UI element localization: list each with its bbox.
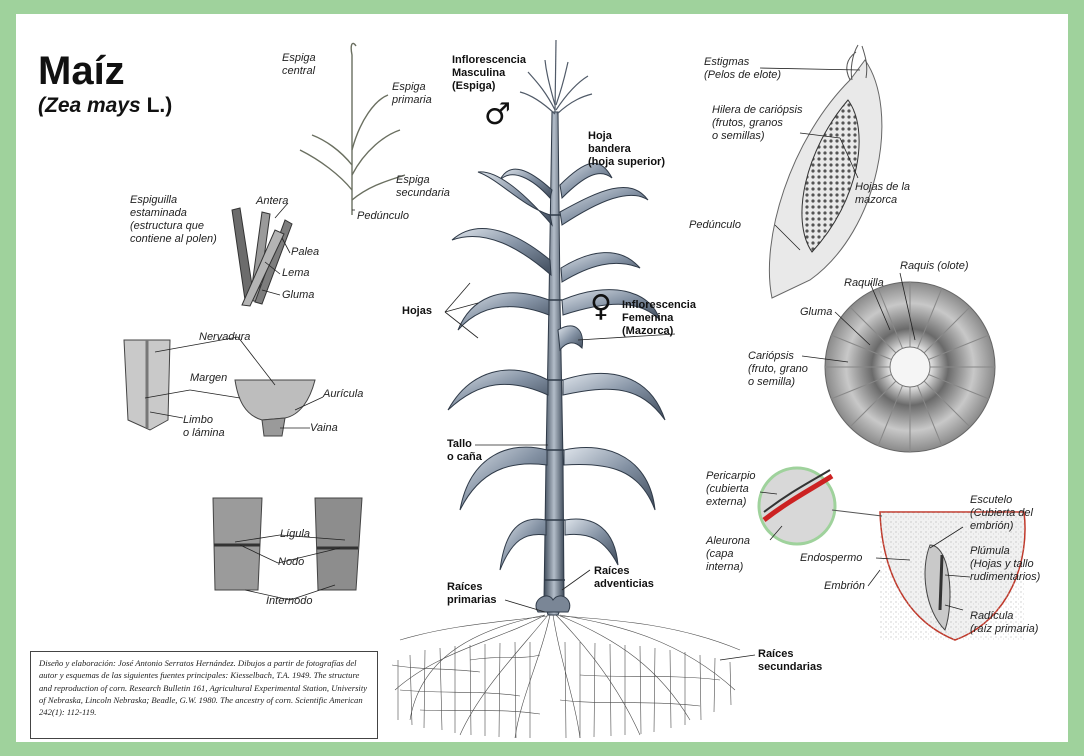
label-inflorescencia-femenina: Inflorescencia Femenina (Mazorca) [622, 299, 696, 338]
label-raices-primarias: Raíces primarias [447, 581, 497, 607]
label-cariopsis: Cariópsis (fruto, grano o semilla) [748, 350, 808, 389]
label-raices-adventicias: Raíces adventicias [594, 565, 654, 591]
credits-box: Diseño y elaboración: José Antonio Serra… [30, 651, 378, 739]
tassel-detail [300, 43, 405, 215]
label-nervadura: Nervadura [199, 331, 250, 344]
label-escutelo: Escutelo (Cubierta del embrión) [970, 494, 1033, 533]
label-hojas: Hojas [402, 305, 432, 318]
label-limbo: Limbo o lámina [183, 414, 225, 440]
label-raices-secundarias: Raíces secundarias [758, 648, 822, 674]
label-espiga-central: Espiga central [282, 52, 316, 78]
female-symbol-icon: ♀ [590, 292, 612, 322]
page-title: Maíz [38, 50, 125, 92]
label-nodo: Nodo [278, 556, 304, 569]
label-hoja-bandera: Hoja bandera (hoja superior) [588, 130, 665, 169]
label-pedunculo-mazorca: Pedúnculo [689, 219, 741, 232]
label-radicula: Radícula (raíz primaria) [970, 610, 1038, 636]
label-raquilla: Raquilla [844, 277, 884, 290]
label-espiga-primaria: Espiga primaria [392, 81, 432, 107]
label-endospermo: Endospermo [800, 552, 862, 565]
root-system [392, 615, 740, 738]
label-ligula: Lígula [280, 528, 310, 541]
label-margen: Margen [190, 372, 227, 385]
male-symbol-icon: ♂ [484, 100, 511, 130]
cob-cross-section [825, 282, 995, 452]
label-vaina: Vaina [310, 422, 338, 435]
label-raquis: Raquis (olote) [900, 260, 968, 273]
label-gluma-corte: Gluma [800, 306, 832, 319]
label-hilera: Hilera de cariópsis (frutos, granos o se… [712, 104, 802, 143]
label-inflorescencia-masculina: Inflorescencia Masculina (Espiga) [452, 54, 526, 93]
label-hojas-mazorca: Hojas de la mazorca [855, 181, 910, 207]
label-auricula: Aurícula [323, 388, 363, 401]
label-internodo: Internodo [266, 595, 312, 608]
node-drawing [213, 498, 362, 590]
scientific-name: (Zea mays L.) [38, 94, 172, 118]
tassel [520, 40, 592, 114]
label-palea: Palea [291, 246, 319, 259]
label-aleurona: Aleurona (capa interna) [706, 535, 750, 574]
label-embrion: Embrión [824, 580, 865, 593]
label-antera: Antera [256, 195, 288, 208]
label-espiga-secundaria: Espiga secundaria [396, 174, 450, 200]
label-pericarpio: Pericarpio (cubierta externa) [706, 470, 756, 509]
label-lema: Lema [282, 267, 310, 280]
label-gluma-espiguilla: Gluma [282, 289, 314, 302]
label-espiguilla: Espiguilla estaminada (estructura que co… [130, 194, 217, 246]
author-abbrev: L.) [141, 94, 173, 117]
species-name: (Zea mays [38, 94, 141, 117]
label-pedunculo-espiga: Pedúnculo [357, 210, 409, 223]
label-estigmas: Estigmas (Pelos de elote) [704, 56, 781, 82]
label-tallo: Tallo o caña [447, 438, 482, 464]
label-plumula: Plúmula (Hojas y tallo rudimentarios) [970, 545, 1040, 584]
ear-drawing [769, 45, 881, 298]
